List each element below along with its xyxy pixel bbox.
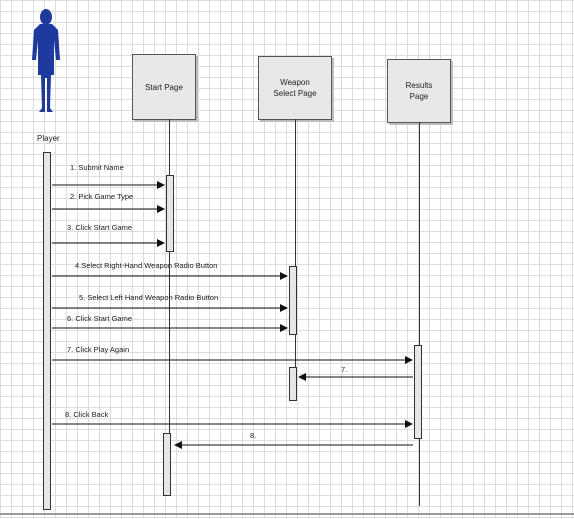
results-activation bbox=[414, 345, 422, 439]
message-label-4: 4.Select Right-Hand Weapon Radio Button bbox=[75, 261, 218, 270]
message-label-3: 3. Click Start Game bbox=[67, 223, 133, 232]
start-activation-1 bbox=[166, 175, 174, 252]
player-activation-bar bbox=[43, 152, 51, 510]
lifeline-results-label: Results Page bbox=[405, 81, 433, 101]
actor-label: Player bbox=[37, 134, 60, 143]
message-label-2: 2. Pick Game Type bbox=[70, 192, 134, 201]
lifeline-line-results bbox=[419, 122, 420, 506]
canvas-bottom-border bbox=[0, 513, 574, 515]
message-label-7: 7. Click Play Again bbox=[67, 345, 130, 354]
lifeline-weapon-select-label: Weapon Select Page bbox=[273, 78, 317, 98]
lifeline-weapon-select-page: Weapon Select Page bbox=[258, 56, 332, 120]
weapon-activation-2 bbox=[289, 367, 297, 401]
message-label-1: 1. Submit Name bbox=[70, 163, 124, 172]
start-activation-2 bbox=[163, 433, 171, 496]
message-label-7-return: 7. bbox=[341, 365, 348, 374]
message-label-8: 8. Click Back bbox=[65, 410, 109, 419]
person-icon bbox=[32, 9, 60, 112]
lifeline-start-page: Start Page bbox=[132, 54, 196, 120]
weapon-activation-1 bbox=[289, 266, 297, 335]
message-label-8-return: 8. bbox=[250, 431, 257, 440]
lifeline-line-weapon bbox=[295, 119, 296, 401]
lifeline-start-page-label: Start Page bbox=[145, 82, 183, 92]
message-label-6: 6. Click Start Game bbox=[67, 314, 133, 323]
lifeline-line-start bbox=[169, 119, 170, 494]
message-label-5: 5. Select Left Hand Weapon Radio Button bbox=[79, 293, 219, 302]
